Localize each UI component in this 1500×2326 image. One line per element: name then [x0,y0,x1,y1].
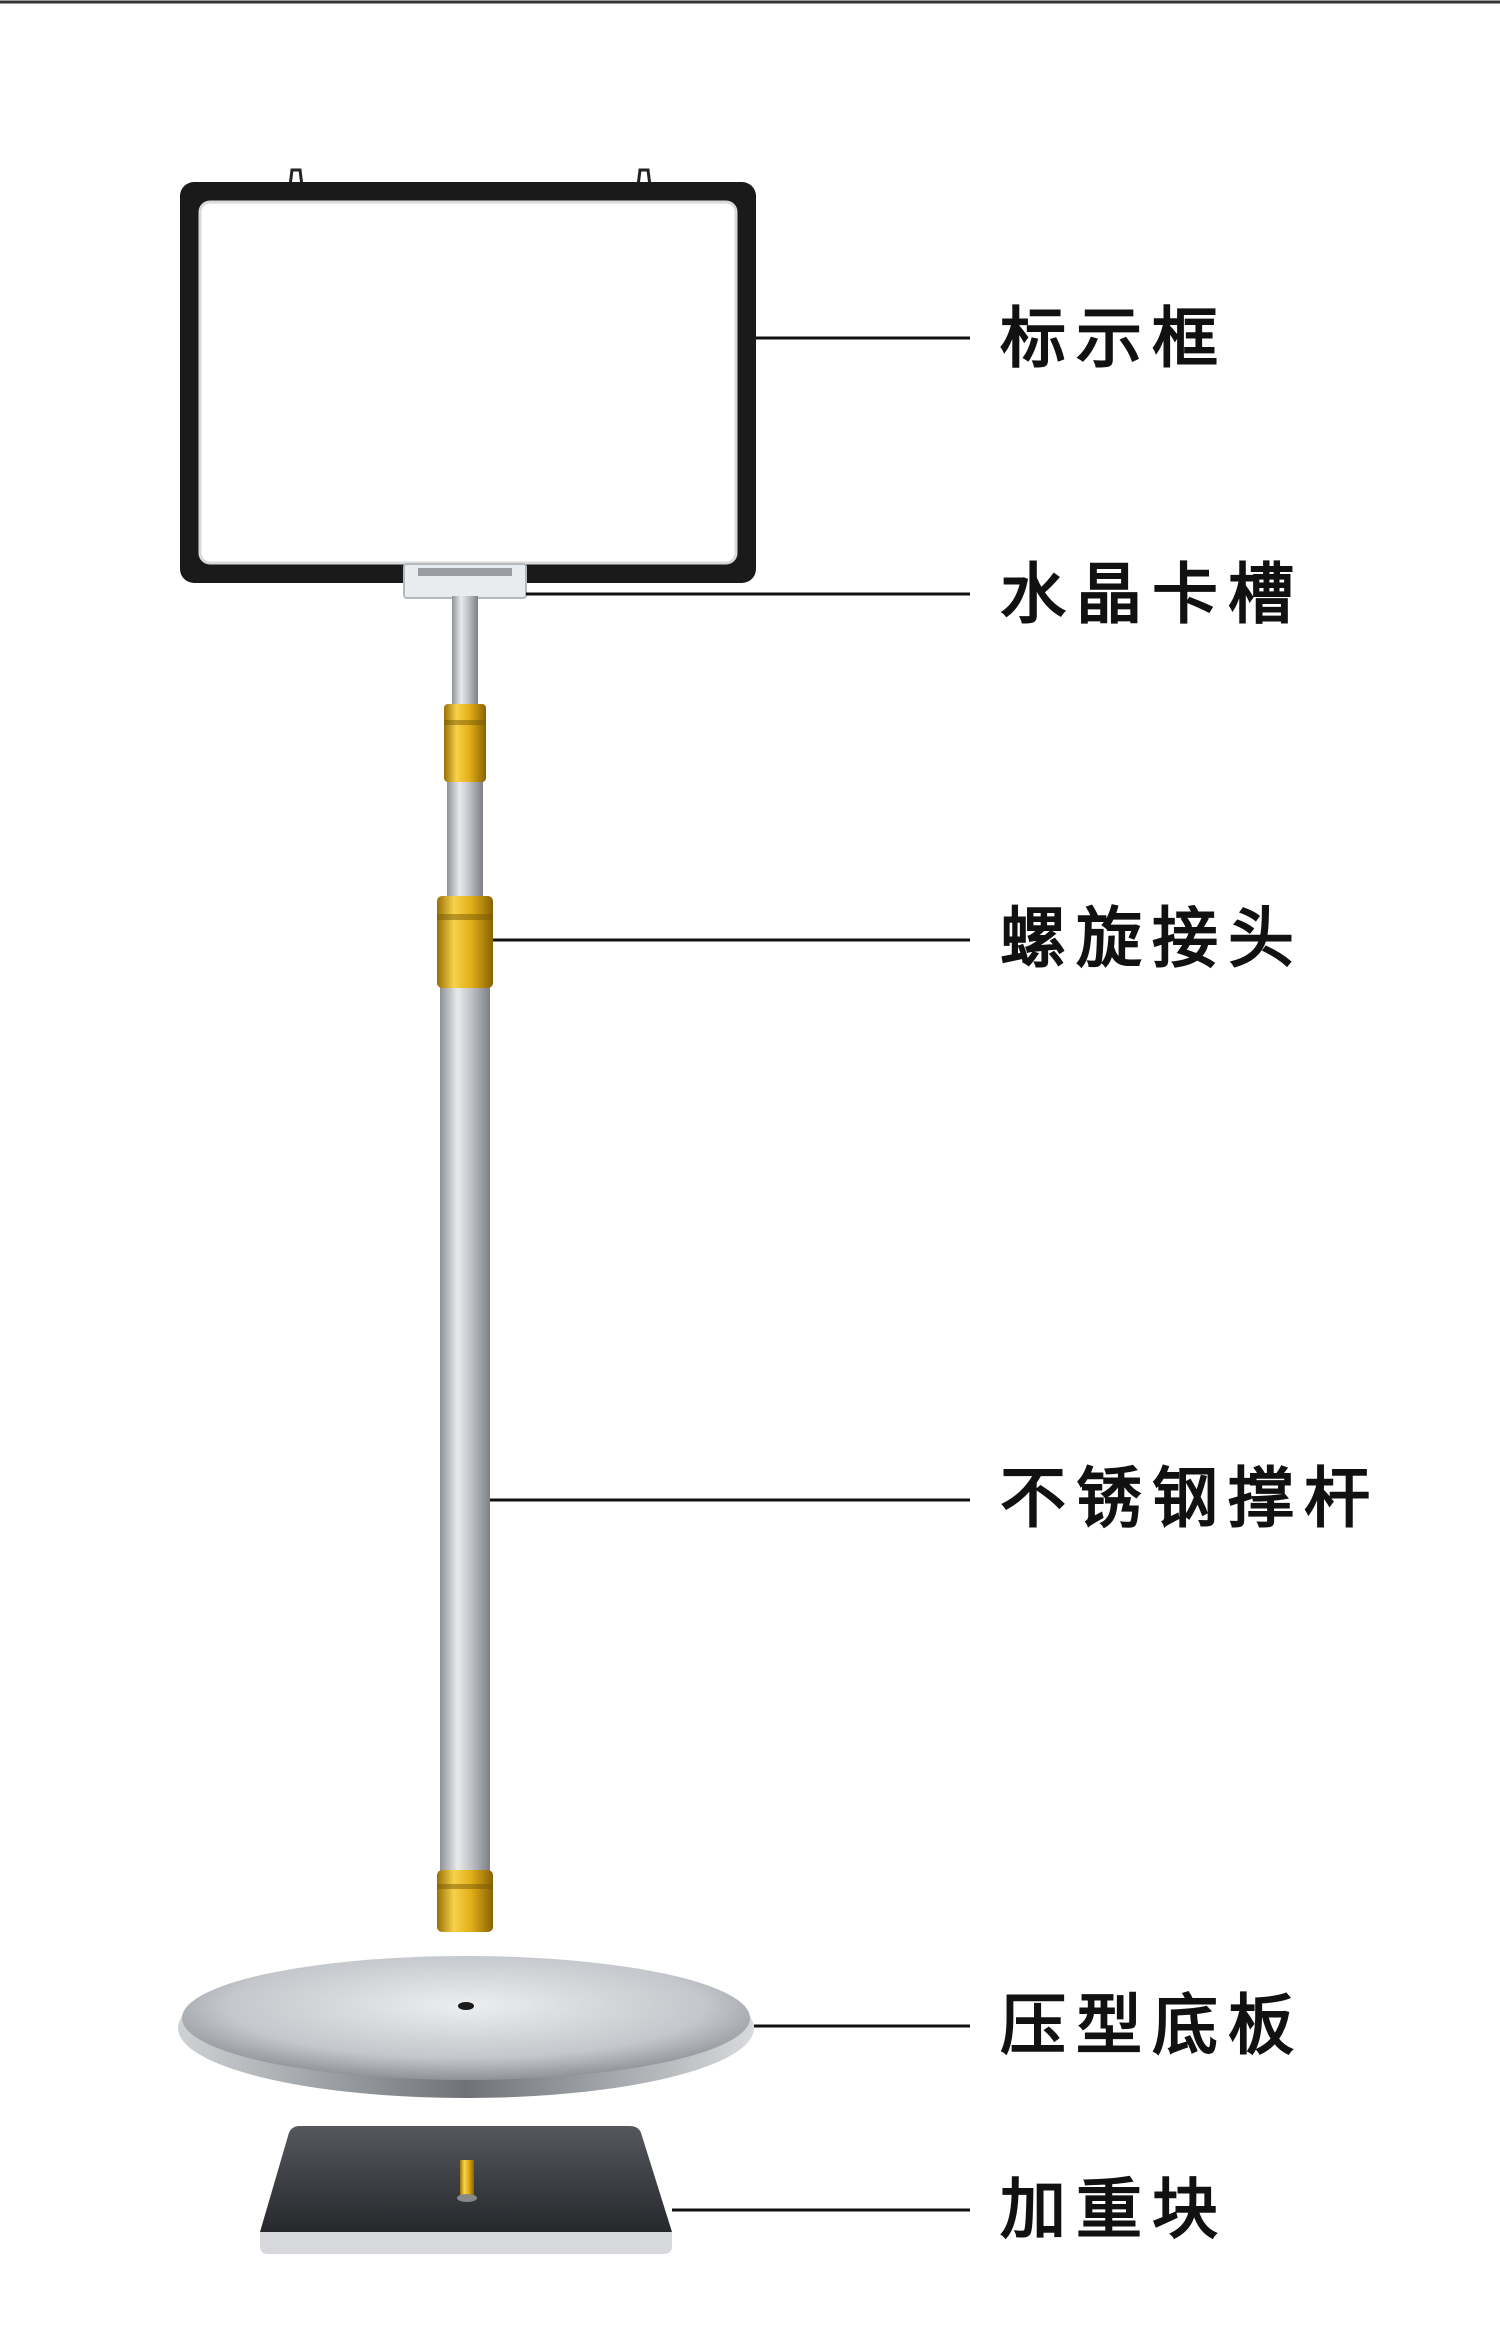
weight-block-graphic [260,2126,672,2254]
label-sign-frame: 标示框 [1000,300,1228,377]
leader-lines [490,336,970,2212]
crystal-clip-graphic [403,563,527,599]
label-weight-block: 加重块 [1000,2171,1228,2248]
pressed-base-graphic [178,1956,754,2098]
screw-joint-graphic [437,704,493,1932]
label-crystal-clip: 水晶卡槽 [1000,556,1304,633]
label-pressed-base: 压型底板 [1000,1987,1304,2064]
label-screw-joint: 螺旋接头 [1000,900,1304,977]
pole-graphic [440,596,490,1890]
sign-frame-graphic [180,168,756,583]
label-steel-pole: 不锈钢撑杆 [1000,1460,1380,1537]
